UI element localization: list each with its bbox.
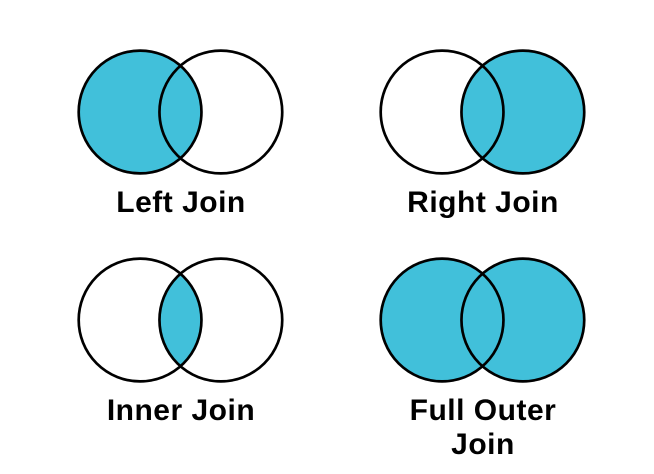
label-right-join: Right Join (407, 186, 559, 219)
venn-svg (379, 49, 586, 175)
right-circle-outline (158, 49, 284, 175)
right-circle-fill (461, 50, 585, 174)
left-circle-outline (379, 257, 505, 383)
venn-svg (77, 49, 284, 175)
venn-svg (379, 257, 586, 383)
intersection-fill (159, 258, 202, 382)
label-inner-join: Inner Join (106, 394, 256, 427)
venn-right-join (375, 42, 591, 182)
diagram-full-outer-join: Full Outer Join (375, 250, 591, 462)
venn-left-join (73, 42, 289, 182)
diagram-inner-join: Inner Join (73, 250, 289, 428)
right-circle-fill (461, 258, 585, 382)
left-circle-fill (78, 50, 202, 174)
label-left-join: Left Join (116, 186, 246, 219)
diagram-right-join: Right Join (375, 42, 591, 220)
diagram-left-join: Left Join (73, 42, 289, 220)
left-circle-outline (77, 257, 203, 383)
right-circle-outline (460, 257, 586, 383)
right-circle-outline (460, 49, 586, 175)
venn-inner-join (73, 250, 289, 390)
right-circle-outline (158, 257, 284, 383)
label-full-outer-join: Full Outer Join (409, 394, 557, 461)
venn-full-outer-join (375, 250, 591, 390)
venn-svg (77, 257, 284, 383)
left-circle-outline (77, 49, 203, 175)
left-circle-outline (379, 49, 505, 175)
